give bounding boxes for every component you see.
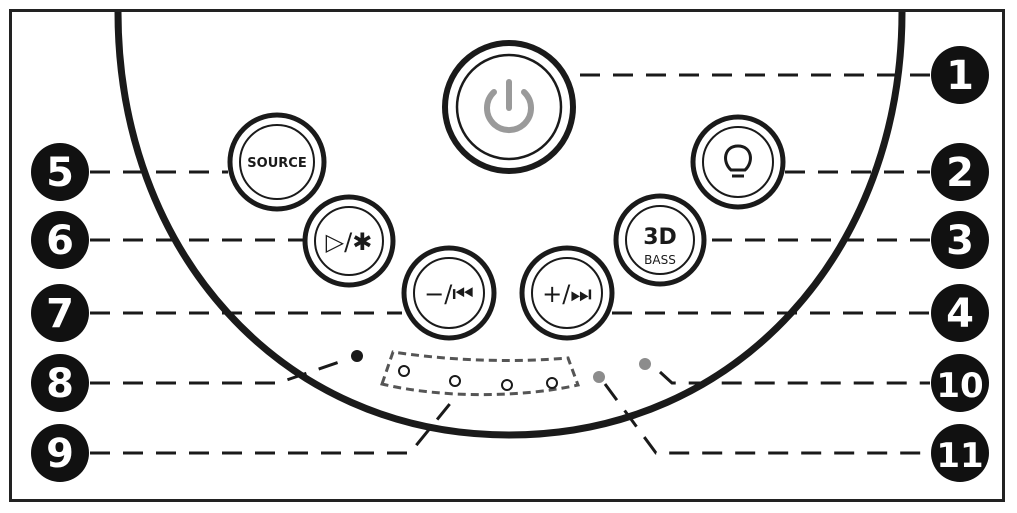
callout-number: 1 — [946, 53, 974, 99]
indicator-light — [546, 377, 558, 389]
3d-bass-button[interactable]: 3D BASS — [613, 193, 707, 287]
callout-number: 4 — [946, 291, 974, 337]
callout-number: 2 — [946, 150, 974, 196]
callout-7: 7 — [31, 284, 89, 342]
lightbulb-icon — [724, 144, 752, 178]
volume-down-previous-button[interactable]: −/⏮ — [401, 245, 497, 341]
callout-6: 6 — [31, 211, 89, 269]
indicator-light — [501, 379, 513, 391]
light-button[interactable] — [690, 114, 786, 210]
leader-line-9 — [90, 399, 455, 455]
leader-line-8 — [90, 358, 346, 385]
panel-outline — [114, 11, 906, 439]
callout-1: 1 — [931, 46, 989, 104]
bass-label: BASS — [644, 253, 676, 267]
callout-2: 2 — [931, 143, 989, 201]
indicator-right — [639, 358, 651, 370]
3d-label: 3D — [643, 225, 677, 250]
callout-badges: 1 2 3 4 5 6 7 8 9 10 11 — [31, 46, 989, 482]
callout-11: 11 — [931, 424, 989, 482]
indicator-mid — [593, 371, 605, 383]
callout-number: 6 — [46, 218, 74, 264]
volume-down-label: −/⏮ — [424, 280, 474, 308]
callout-number: 9 — [46, 431, 74, 477]
play-bluetooth-button[interactable]: ▷/✱ — [302, 194, 396, 288]
callout-8: 8 — [31, 354, 89, 412]
play-bluetooth-label: ▷/✱ — [326, 228, 373, 256]
callout-number: 11 — [936, 436, 983, 476]
callout-number: 10 — [936, 366, 983, 406]
callout-9: 9 — [31, 424, 89, 482]
callout-number: 7 — [46, 291, 74, 337]
power-button[interactable] — [442, 40, 576, 174]
power-icon — [484, 79, 534, 134]
callout-5: 5 — [31, 143, 89, 201]
callout-number: 5 — [46, 150, 74, 196]
leader-line-10 — [658, 370, 930, 385]
source-label: SOURCE — [247, 156, 306, 171]
diagram-frame — [9, 9, 1005, 502]
indicator-group — [380, 350, 581, 397]
leader-line-11 — [603, 383, 930, 455]
source-button[interactable]: SOURCE — [227, 112, 327, 212]
callout-number: 8 — [46, 361, 74, 407]
callout-number: 3 — [946, 218, 974, 264]
callout-3: 3 — [931, 211, 989, 269]
indicator-light — [398, 365, 410, 377]
indicator-left — [351, 350, 363, 362]
volume-up-next-button[interactable]: +/⏭ — [519, 245, 615, 341]
indicator-light — [449, 375, 461, 387]
callout-4: 4 — [931, 284, 989, 342]
callout-10: 10 — [931, 354, 989, 412]
leader-lines — [90, 73, 930, 455]
volume-up-label: +/⏭ — [542, 280, 592, 308]
